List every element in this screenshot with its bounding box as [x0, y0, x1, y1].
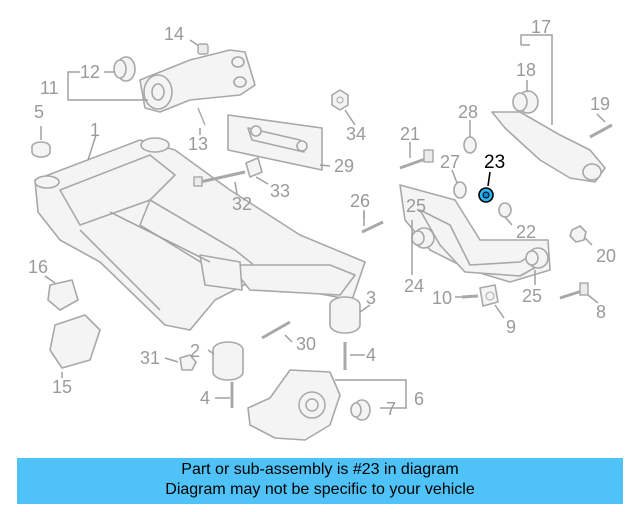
callout-25-lower: 25 — [522, 286, 542, 306]
callout-14: 14 — [164, 24, 184, 44]
callout-18: 18 — [516, 60, 536, 80]
washer-27 — [453, 181, 467, 199]
link-29 — [227, 114, 323, 171]
callout-4-left: 4 — [200, 388, 210, 408]
callout-30: 30 — [296, 334, 316, 354]
callout-31: 31 — [140, 348, 160, 368]
callout-15: 15 — [52, 377, 72, 397]
bushing-18 — [512, 90, 539, 114]
bushing-25-lower — [525, 247, 549, 269]
callout-1: 1 — [90, 120, 100, 140]
bushing-7 — [350, 399, 371, 421]
callout-4-right: 4 — [366, 345, 376, 365]
bracket-33 — [245, 157, 263, 178]
washer-5 — [31, 141, 51, 158]
nut-20 — [569, 225, 587, 243]
callout-21: 21 — [400, 124, 420, 144]
bolt-26 — [361, 212, 384, 234]
caption-disclaimer: Diagram may not be specific to your vehi… — [165, 481, 475, 498]
callout-27: 27 — [440, 152, 460, 172]
callout-19: 19 — [590, 94, 610, 114]
callout-22: 22 — [516, 222, 536, 242]
callout-28: 28 — [458, 102, 478, 122]
nut-23 — [478, 171, 494, 203]
callout-10: 10 — [432, 288, 452, 308]
callout-13: 13 — [188, 134, 208, 154]
bushing-2 — [212, 341, 244, 381]
callout-2: 2 — [190, 341, 200, 361]
callout-6: 6 — [414, 389, 424, 409]
callout-24: 24 — [404, 276, 424, 296]
callout-33: 33 — [270, 181, 290, 201]
bracket-15 — [49, 314, 101, 369]
callout-7: 7 — [386, 399, 396, 419]
callout-9: 9 — [506, 317, 516, 337]
callout-12: 12 — [80, 62, 100, 82]
callout-34: 34 — [346, 124, 366, 144]
bolt-32 — [193, 170, 246, 187]
callout-20: 20 — [596, 246, 616, 266]
caption-banner: Part or sub-assembly is #23 in diagram D… — [17, 458, 623, 504]
nut-34 — [331, 89, 349, 111]
upper-arm-assembly — [139, 49, 256, 113]
bolt-19 — [589, 123, 613, 139]
bolt-13 — [197, 107, 206, 126]
subframe-crossmember — [34, 137, 366, 331]
bolt-10 — [461, 294, 479, 299]
bolt-21 — [399, 149, 434, 170]
bushing-12 — [113, 56, 136, 82]
callout-32: 32 — [232, 194, 252, 214]
bushing-25-upper — [411, 227, 435, 249]
callout-23: 23 — [484, 152, 505, 173]
leader-lines — [40, 34, 606, 409]
washer-28 — [463, 136, 477, 154]
nut-31 — [179, 354, 197, 371]
callout-29: 29 — [334, 156, 354, 176]
callout-16: 16 — [28, 257, 48, 277]
parts-diagram: 1 2 3 4 4 5 6 7 8 9 10 11 12 13 14 15 16… — [28, 17, 616, 441]
washer-22 — [498, 202, 512, 218]
caption-part-number: Part or sub-assembly is #23 in diagram — [181, 461, 459, 478]
callout-labels: 1 2 3 4 4 5 6 7 8 9 10 11 12 13 14 15 16… — [28, 17, 616, 419]
callout-25-upper: 25 — [406, 196, 426, 216]
callout-11: 11 — [40, 78, 59, 98]
callout-17: 17 — [531, 17, 551, 37]
lower-control-arm — [491, 111, 606, 183]
callout-8: 8 — [596, 302, 606, 322]
bolt-8 — [559, 282, 589, 300]
bolt-14 — [189, 39, 209, 55]
bracket-9 — [479, 284, 499, 307]
bolt-30 — [261, 320, 291, 340]
bushing-3 — [329, 296, 361, 334]
callout-3: 3 — [366, 288, 376, 308]
mount-16 — [47, 279, 79, 311]
callout-26: 26 — [350, 191, 370, 211]
callout-5: 5 — [34, 102, 44, 122]
knuckle-6 — [247, 369, 341, 441]
